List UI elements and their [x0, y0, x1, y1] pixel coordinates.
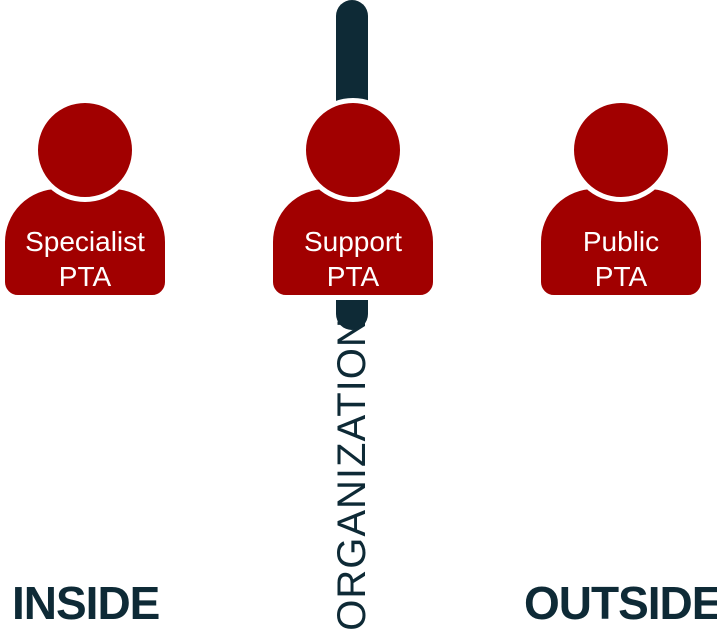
inside-label: INSIDE — [12, 577, 160, 629]
person-label-line2: PTA — [326, 261, 380, 292]
person-public-pta: Public PTA — [536, 98, 706, 300]
person-label-line1: Public — [582, 226, 660, 257]
person-specialist-pta: Specialist PTA — [0, 98, 170, 300]
person-label-line1: Specialist — [25, 226, 145, 257]
person-icon-body — [268, 184, 438, 300]
person-label-line2: PTA — [594, 261, 648, 292]
person-label: Support PTA — [268, 224, 438, 294]
person-label: Public PTA — [536, 224, 706, 294]
person-icon-head — [301, 98, 405, 202]
person-support-pta: Support PTA — [268, 98, 438, 300]
person-label-line2: PTA — [58, 261, 112, 292]
person-label: Specialist PTA — [0, 224, 170, 294]
person-icon-head — [33, 98, 137, 202]
person-icon-head — [569, 98, 673, 202]
person-label-line1: Support — [303, 226, 403, 257]
outside-label: OUTSIDE — [524, 577, 717, 629]
organization-label: ORGANIZATION — [330, 317, 374, 631]
